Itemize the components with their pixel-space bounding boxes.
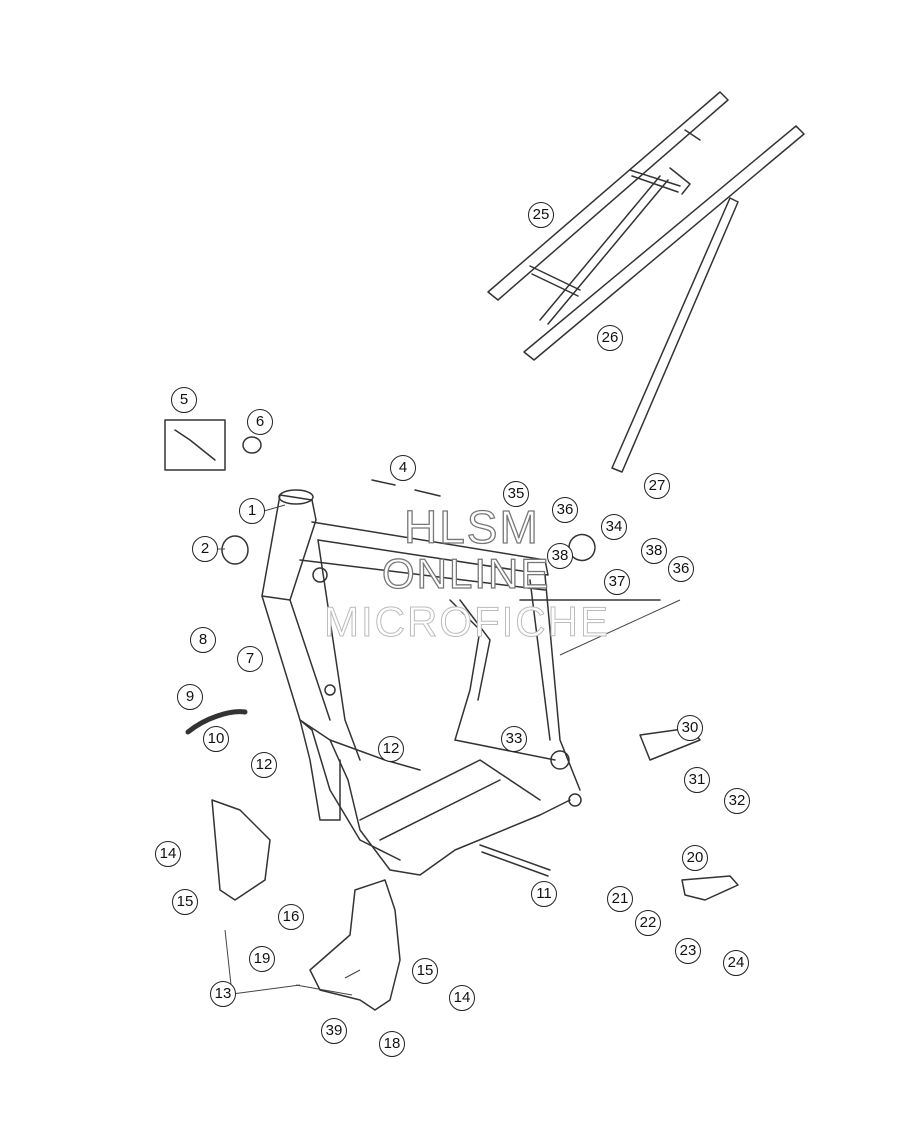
callout-18[interactable]: 18 xyxy=(379,1031,405,1057)
cable-bracket-kit xyxy=(164,419,226,471)
callout-31[interactable]: 31 xyxy=(684,767,710,793)
callout-11[interactable]: 11 xyxy=(531,881,557,907)
callout-16[interactable]: 16 xyxy=(278,904,304,930)
callout-19[interactable]: 19 xyxy=(249,946,275,972)
main-frame-part xyxy=(261,489,582,877)
callout-24[interactable]: 24 xyxy=(723,950,749,976)
cap-part xyxy=(221,535,249,565)
callout-2[interactable]: 2 xyxy=(192,536,218,562)
callout-14-right[interactable]: 14 xyxy=(449,985,475,1011)
callout-38-left[interactable]: 38 xyxy=(547,543,573,569)
callout-10[interactable]: 10 xyxy=(203,726,229,752)
frame-guard-left xyxy=(211,799,271,901)
callout-34[interactable]: 34 xyxy=(601,514,627,540)
callout-1[interactable]: 1 xyxy=(239,498,265,524)
callout-25[interactable]: 25 xyxy=(528,202,554,228)
callout-37[interactable]: 37 xyxy=(604,569,630,595)
callout-33[interactable]: 33 xyxy=(501,726,527,752)
callout-13[interactable]: 13 xyxy=(210,981,236,1007)
callout-32[interactable]: 32 xyxy=(724,788,750,814)
callout-30[interactable]: 30 xyxy=(677,715,703,741)
callout-21[interactable]: 21 xyxy=(607,886,633,912)
callout-9[interactable]: 9 xyxy=(177,684,203,710)
callout-36-upper[interactable]: 36 xyxy=(552,497,578,523)
callout-12-left[interactable]: 12 xyxy=(251,752,277,778)
callout-26[interactable]: 26 xyxy=(597,325,623,351)
subframe-part xyxy=(487,91,805,473)
callout-36-lower[interactable]: 36 xyxy=(668,556,694,582)
bushing-part xyxy=(242,436,262,454)
callout-35[interactable]: 35 xyxy=(503,481,529,507)
callout-20[interactable]: 20 xyxy=(682,845,708,871)
frame-guard-right xyxy=(309,879,401,1011)
callout-22[interactable]: 22 xyxy=(635,910,661,936)
callout-8[interactable]: 8 xyxy=(190,627,216,653)
callout-12-center[interactable]: 12 xyxy=(378,736,404,762)
callout-4[interactable]: 4 xyxy=(390,455,416,481)
callout-23[interactable]: 23 xyxy=(675,938,701,964)
callout-15-right[interactable]: 15 xyxy=(412,958,438,984)
callout-39[interactable]: 39 xyxy=(321,1018,347,1044)
callout-14-left[interactable]: 14 xyxy=(155,841,181,867)
callout-7[interactable]: 7 xyxy=(237,646,263,672)
footpeg-part xyxy=(681,875,739,901)
callout-15-left[interactable]: 15 xyxy=(172,889,198,915)
callout-38-right[interactable]: 38 xyxy=(641,538,667,564)
callout-27[interactable]: 27 xyxy=(644,473,670,499)
callout-5[interactable]: 5 xyxy=(171,387,197,413)
callout-6[interactable]: 6 xyxy=(247,409,273,435)
skid-plate-part xyxy=(639,727,701,761)
